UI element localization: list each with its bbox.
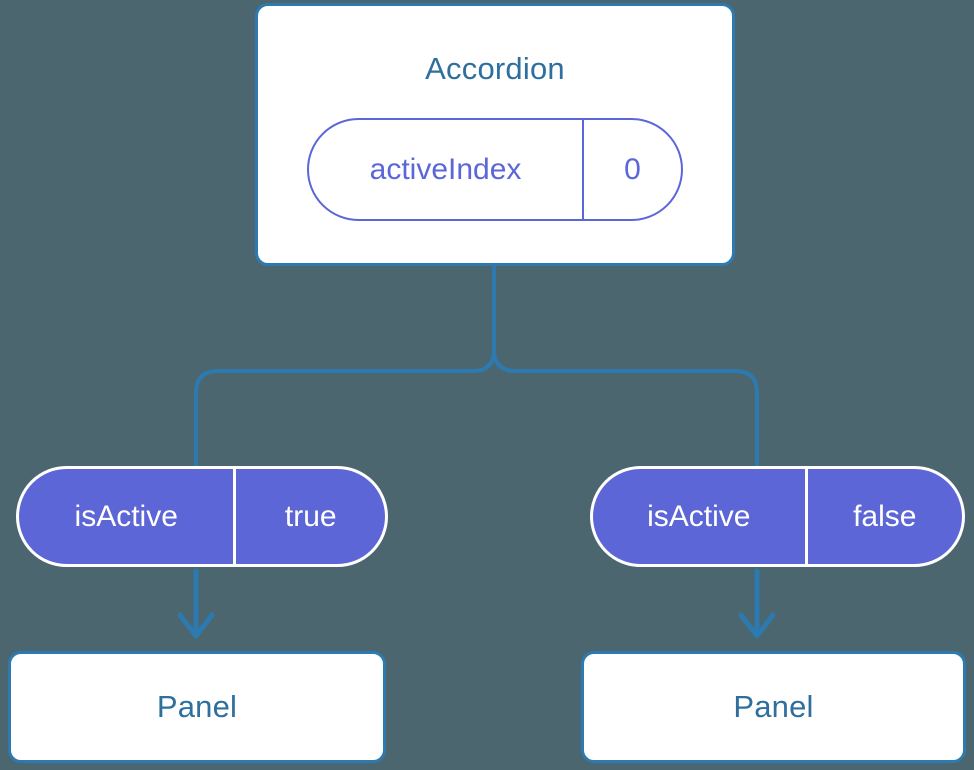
prop-pill-value: false (804, 469, 962, 564)
prop-pill-isactive-right[interactable]: isActive false (590, 466, 965, 567)
state-pill-value: 0 (582, 120, 681, 219)
connector-root-to-right-branch (492, 264, 759, 468)
arrow-head-right-icon (738, 612, 776, 639)
prop-pill-key: isActive (74, 499, 178, 533)
component-title-panel-left: Panel (156, 689, 238, 724)
prop-pill-key: isActive (647, 499, 751, 533)
component-node-panel-right[interactable]: Panel (581, 651, 966, 763)
component-node-panel-left[interactable]: Panel (8, 651, 386, 763)
prop-pill-value: true (233, 469, 385, 564)
connector-root-to-left-branch (194, 264, 496, 468)
state-pill-activeindex[interactable]: activeIndex 0 (307, 118, 683, 221)
component-title-panel-right: Panel (733, 689, 814, 724)
component-title-accordion: Accordion (425, 51, 565, 86)
arrow-head-left-icon (177, 612, 215, 639)
state-pill-key: activeIndex (369, 152, 522, 186)
prop-pill-isactive-left[interactable]: isActive true (16, 466, 388, 567)
